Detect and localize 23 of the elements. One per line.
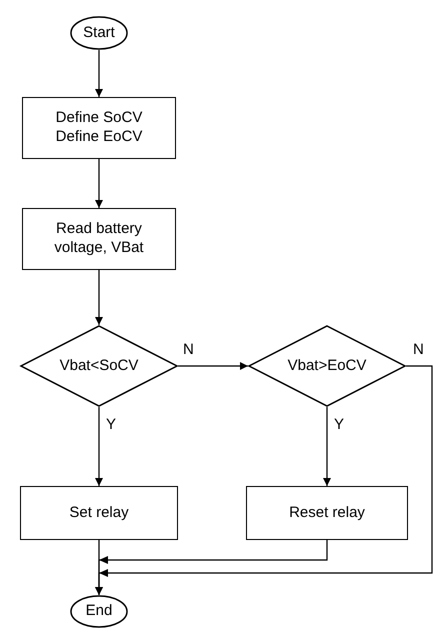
node-text: Read battery voltage, VBat	[53, 220, 145, 258]
process-box	[20, 486, 178, 540]
arrow	[95, 50, 103, 97]
arrow	[323, 407, 331, 486]
arrow	[178, 362, 248, 370]
process-box	[22, 208, 176, 270]
terminal-oval	[70, 595, 128, 628]
node-text: End	[84, 602, 114, 621]
decision-diamond	[248, 325, 406, 407]
arrow	[95, 159, 103, 208]
node-text: Define SoCV Define EoCV	[54, 109, 144, 147]
node-text: Vbat<SoCV	[58, 356, 140, 376]
process-box	[246, 486, 408, 540]
node-text: Reset relay	[288, 504, 366, 522]
decision-diamond	[20, 325, 178, 407]
node-text: Vbat>EoCV	[286, 356, 368, 376]
process-box	[22, 97, 176, 159]
node-text: Set relay	[68, 504, 130, 522]
arrow	[95, 407, 103, 486]
arrow	[95, 270, 103, 325]
terminal-oval	[70, 16, 128, 50]
node-text: Start	[82, 24, 116, 42]
arrow	[95, 365, 433, 595]
